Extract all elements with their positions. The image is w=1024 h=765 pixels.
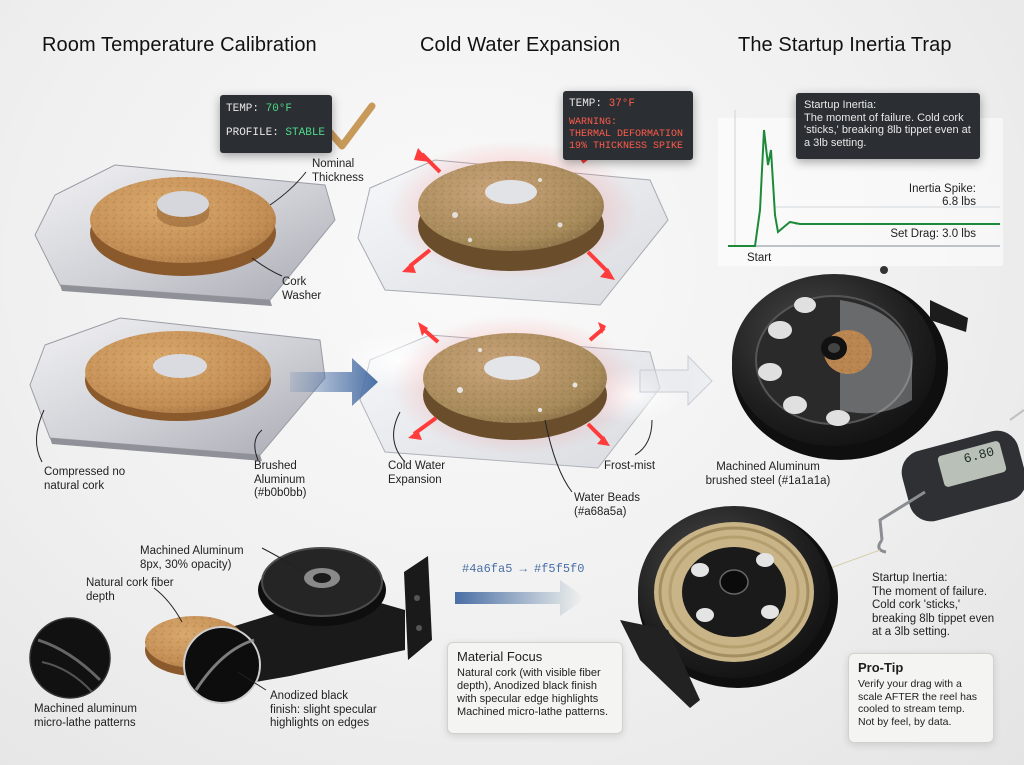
micro-lathe-zoom bbox=[29, 617, 111, 699]
leader-lines bbox=[36, 171, 653, 691]
warning-line-1: WARNING: bbox=[569, 117, 618, 128]
label-nominal-thickness: Nominal Thickness bbox=[312, 158, 364, 184]
temp-value: 70°F bbox=[265, 103, 293, 115]
warning-line-3: 19% THICKNESS SPIKE bbox=[569, 141, 684, 152]
expansion-arrow-icon bbox=[402, 142, 615, 446]
flow-arrow-white-icon bbox=[639, 354, 713, 407]
set-drag-label: Set Drag: 3.0 lbs bbox=[890, 228, 976, 240]
material-focus-body: Natural cork (with visible fiber depth),… bbox=[457, 667, 609, 718]
anodized-zoom bbox=[183, 626, 261, 704]
cold-temp-label: TEMP: bbox=[569, 98, 609, 110]
startup-note-title: Startup Inertia: bbox=[804, 99, 877, 111]
header-room-temp: Room Temperature Calibration bbox=[42, 34, 317, 56]
warning-line-2: THERMAL DEFORMATION bbox=[569, 129, 684, 140]
bottom-note-title: Startup Inertia: bbox=[872, 572, 948, 584]
label-anodized: Anodized black finish: slight specular h… bbox=[270, 690, 377, 729]
material-focus-title: Material Focus bbox=[457, 649, 543, 664]
cold-temp-panel: TEMP: 37°F WARNING: THERMAL DEFORMATION … bbox=[563, 91, 693, 160]
label-frost-mist: Frost-mist bbox=[604, 460, 656, 472]
pro-tip-body: Verify your drag with a scale AFTER the … bbox=[858, 678, 978, 728]
bottom-startup-note: Startup Inertia: The moment of failure. … bbox=[872, 572, 1000, 640]
cork-washer-bottom bbox=[85, 331, 271, 421]
spike-value: 6.8 lbs bbox=[942, 196, 976, 208]
pro-tip-card: Pro-Tip Verify your drag with a scale AF… bbox=[848, 653, 994, 743]
fly-reel-lower bbox=[620, 506, 838, 708]
material-focus-card: Material Focus Natural cork (with visibl… bbox=[447, 642, 623, 734]
swollen-washer-top bbox=[418, 161, 604, 271]
label-cork-washer: Cork Washer bbox=[282, 276, 322, 302]
gradient-label: #4a6fa5 → #f5f5f0 bbox=[462, 562, 585, 576]
profile-value: STABLE bbox=[285, 127, 326, 139]
cold-temp-value: 37°F bbox=[608, 98, 636, 110]
checkmark-icon bbox=[324, 102, 376, 150]
inertia-spike-line bbox=[728, 129, 1000, 247]
header-startup-trap: The Startup Inertia Trap bbox=[738, 34, 952, 56]
label-compressed: Compressed no natural cork bbox=[44, 466, 126, 492]
label-machined-brushed: Machined Aluminum brushed steel (#1a1a1a… bbox=[705, 461, 831, 487]
label-water-beads: Water Beads (#a68a5a) bbox=[574, 492, 641, 518]
room-temp-panel: TEMP: 70°F PROFILE: STABLE bbox=[220, 95, 332, 153]
profile-label: PROFILE: bbox=[226, 127, 286, 139]
swollen-washer-bottom bbox=[423, 333, 607, 440]
flow-arrow-blue-icon bbox=[290, 358, 378, 406]
startup-inertia-note: Startup Inertia: The moment of failure. … bbox=[796, 93, 980, 159]
startup-note-body: The moment of failure. Cold cork 'sticks… bbox=[804, 111, 971, 149]
pro-tip-title: Pro-Tip bbox=[858, 660, 904, 675]
cork-washer-top bbox=[90, 177, 276, 276]
label-machined-8px: Machined Aluminum 8px, 30% opacity) bbox=[140, 545, 244, 571]
fly-reel-upper bbox=[732, 266, 968, 460]
spike-label: Inertia Spike: bbox=[908, 183, 976, 195]
bottom-note-body: The moment of failure. Cold cork 'sticks… bbox=[872, 585, 995, 639]
chart-start-label: Start bbox=[747, 252, 772, 264]
gradient-arrow-icon bbox=[455, 580, 586, 616]
header-cold-water: Cold Water Expansion bbox=[420, 34, 621, 56]
label-cold-water-expansion: Cold Water Expansion bbox=[388, 460, 446, 486]
label-micro-lathe: Machined aluminum micro-lathe patterns bbox=[34, 703, 137, 729]
label-natural-cork-depth: Natural cork fiber depth bbox=[86, 577, 174, 603]
label-brushed-aluminum: Brushed Aluminum (#b0b0bb) bbox=[254, 460, 307, 499]
temp-label: TEMP: bbox=[226, 103, 266, 115]
